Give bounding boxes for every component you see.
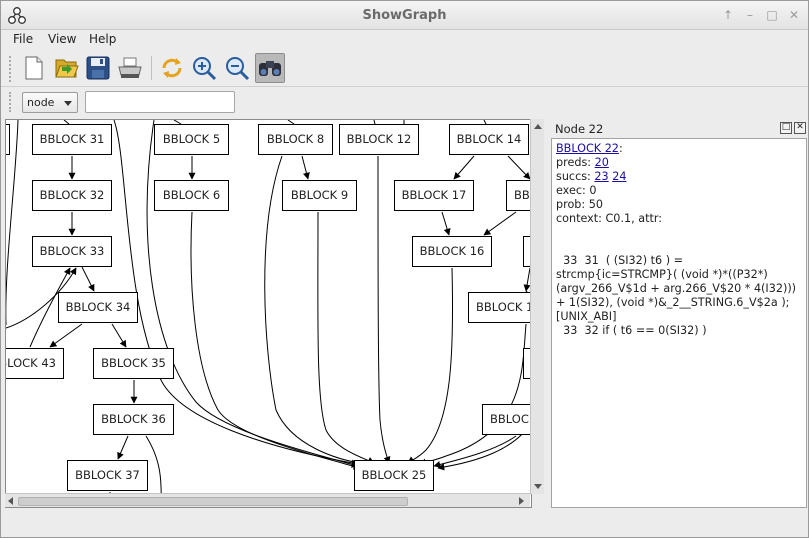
zoom-out-icon xyxy=(226,57,250,81)
zoom-out-button[interactable] xyxy=(222,53,252,83)
toolbar xyxy=(1,50,808,87)
status-bar xyxy=(1,509,808,537)
graph-node[interactable] xyxy=(6,124,10,155)
prob-line: prob: 50 xyxy=(556,198,603,211)
graph-node[interactable]: BBLOCK 12 xyxy=(339,124,419,155)
search-type-select[interactable]: node xyxy=(22,92,78,113)
preds-line: preds: 20 xyxy=(556,156,802,170)
graph-node[interactable]: BBL xyxy=(506,180,531,211)
graph-node[interactable]: BBLOCK 32 xyxy=(32,180,112,211)
panel-controls: □ ✕ xyxy=(780,122,806,134)
graph-node[interactable]: BBLOCK 14 xyxy=(449,124,529,155)
graph-view[interactable]: BBLOCK 31 BBLOCK 5 BBLOCK 8 BBLOCK 12 BB… xyxy=(5,119,532,508)
close-icon[interactable]: ✕ xyxy=(788,8,800,22)
graph-node[interactable]: BBLOCK 37 xyxy=(67,460,148,491)
graph-vertical-scrollbar[interactable] xyxy=(530,119,544,494)
menu-file[interactable]: File xyxy=(13,32,34,46)
print-icon xyxy=(118,57,142,78)
graph-node[interactable]: BBLOCK 35 xyxy=(93,348,174,379)
graph-node[interactable] xyxy=(523,348,531,379)
menu-bar: File View Help xyxy=(1,30,808,50)
window-title: ShowGraph xyxy=(362,8,447,23)
maximize-icon[interactable]: □ xyxy=(766,8,778,22)
save-file-button[interactable] xyxy=(83,53,113,83)
scroll-left-icon[interactable] xyxy=(8,497,13,505)
preds-label: preds: xyxy=(556,156,592,169)
chevron-down-icon xyxy=(64,101,72,106)
node-link[interactable]: BBLOCK 22 xyxy=(556,142,619,155)
print-button[interactable] xyxy=(115,53,145,83)
graph-node[interactable]: BBLOCK 17 xyxy=(394,180,474,211)
node-info-panel: Node 22 □ ✕ BBLOCK 22: preds: 20 succs: … xyxy=(550,119,808,508)
toolbar-grip[interactable] xyxy=(9,56,12,82)
graph-edges xyxy=(6,120,531,507)
graph-node[interactable]: BBLOCK 9 xyxy=(282,180,357,211)
find-button[interactable] xyxy=(255,53,285,83)
horizontal-scroll-thumb[interactable] xyxy=(18,497,408,506)
context-line: context: C0.1, attr: xyxy=(556,212,663,225)
menu-help[interactable]: Help xyxy=(89,32,117,46)
toolbar-separator xyxy=(151,56,152,80)
node-details: BBLOCK 22: preds: 20 succs: 23 24 exec: … xyxy=(551,138,807,508)
graph-node[interactable]: BBLOCK 8 xyxy=(258,124,333,155)
ir-code: 33 31 ( (SI32) t6 ) = strcmp{ic=STRCMP}(… xyxy=(556,254,797,337)
refresh-icon xyxy=(162,58,182,78)
keep-above-icon[interactable]: ↑ xyxy=(722,8,734,22)
graph-node[interactable]: BBLOCK 5 xyxy=(154,124,229,155)
graph-node[interactable]: BBLOCK 34 xyxy=(58,292,138,323)
scroll-down-icon[interactable] xyxy=(534,484,542,489)
exec-line: exec: 0 xyxy=(556,184,597,197)
graph-node[interactable]: BBLOCK xyxy=(482,404,531,435)
graph-node[interactable]: BBLOCK 6 xyxy=(154,180,229,211)
pred-link[interactable]: 20 xyxy=(594,156,609,169)
graph-node[interactable]: BBLOCK 36 xyxy=(93,404,174,435)
scroll-up-icon[interactable] xyxy=(534,124,542,129)
title-bar: ShowGraph ↑ – □ ✕ xyxy=(1,1,808,30)
graph-node[interactable]: BBLOCK 31 xyxy=(32,124,112,155)
minimize-icon[interactable]: – xyxy=(747,8,753,22)
node-heading-line: BBLOCK 22: xyxy=(556,142,623,155)
succs-line: succs: 23 24 xyxy=(556,170,802,184)
search-type-value: node xyxy=(27,96,55,109)
searchbar-grip[interactable] xyxy=(9,92,12,112)
new-file-button[interactable] xyxy=(19,53,49,83)
succ-link[interactable]: 23 xyxy=(594,170,609,183)
new-icon xyxy=(25,56,43,80)
search-input[interactable] xyxy=(85,91,235,113)
refresh-button[interactable] xyxy=(157,53,187,83)
panel-title: Node 22 xyxy=(555,122,604,136)
graph-node[interactable]: BBLOCK 33 xyxy=(32,236,112,267)
binoculars-icon xyxy=(259,61,281,76)
zoom-in-button[interactable] xyxy=(189,53,219,83)
graph-node[interactable] xyxy=(523,236,531,267)
save-icon xyxy=(86,56,110,80)
graph-node[interactable]: BBLOCK 1 xyxy=(468,292,531,323)
float-panel-icon[interactable]: □ xyxy=(780,122,792,134)
succs-label: succs: xyxy=(556,170,591,183)
graph-node[interactable]: BBLOCK 25 xyxy=(354,460,434,491)
graph-horizontal-scrollbar[interactable] xyxy=(5,493,530,507)
succ-link[interactable]: 24 xyxy=(612,170,627,183)
scroll-right-icon[interactable] xyxy=(519,497,524,505)
graph-node[interactable]: BBLOCK 16 xyxy=(412,236,492,267)
app-logo-icon xyxy=(8,7,26,24)
close-panel-icon[interactable]: ✕ xyxy=(794,122,806,134)
zoom-in-icon xyxy=(193,57,217,81)
open-icon xyxy=(55,59,79,78)
open-file-button[interactable] xyxy=(51,53,81,83)
menu-view[interactable]: View xyxy=(48,32,77,46)
graph-node[interactable]: BLOCK 43 xyxy=(6,348,64,379)
search-bar: node xyxy=(1,88,808,118)
